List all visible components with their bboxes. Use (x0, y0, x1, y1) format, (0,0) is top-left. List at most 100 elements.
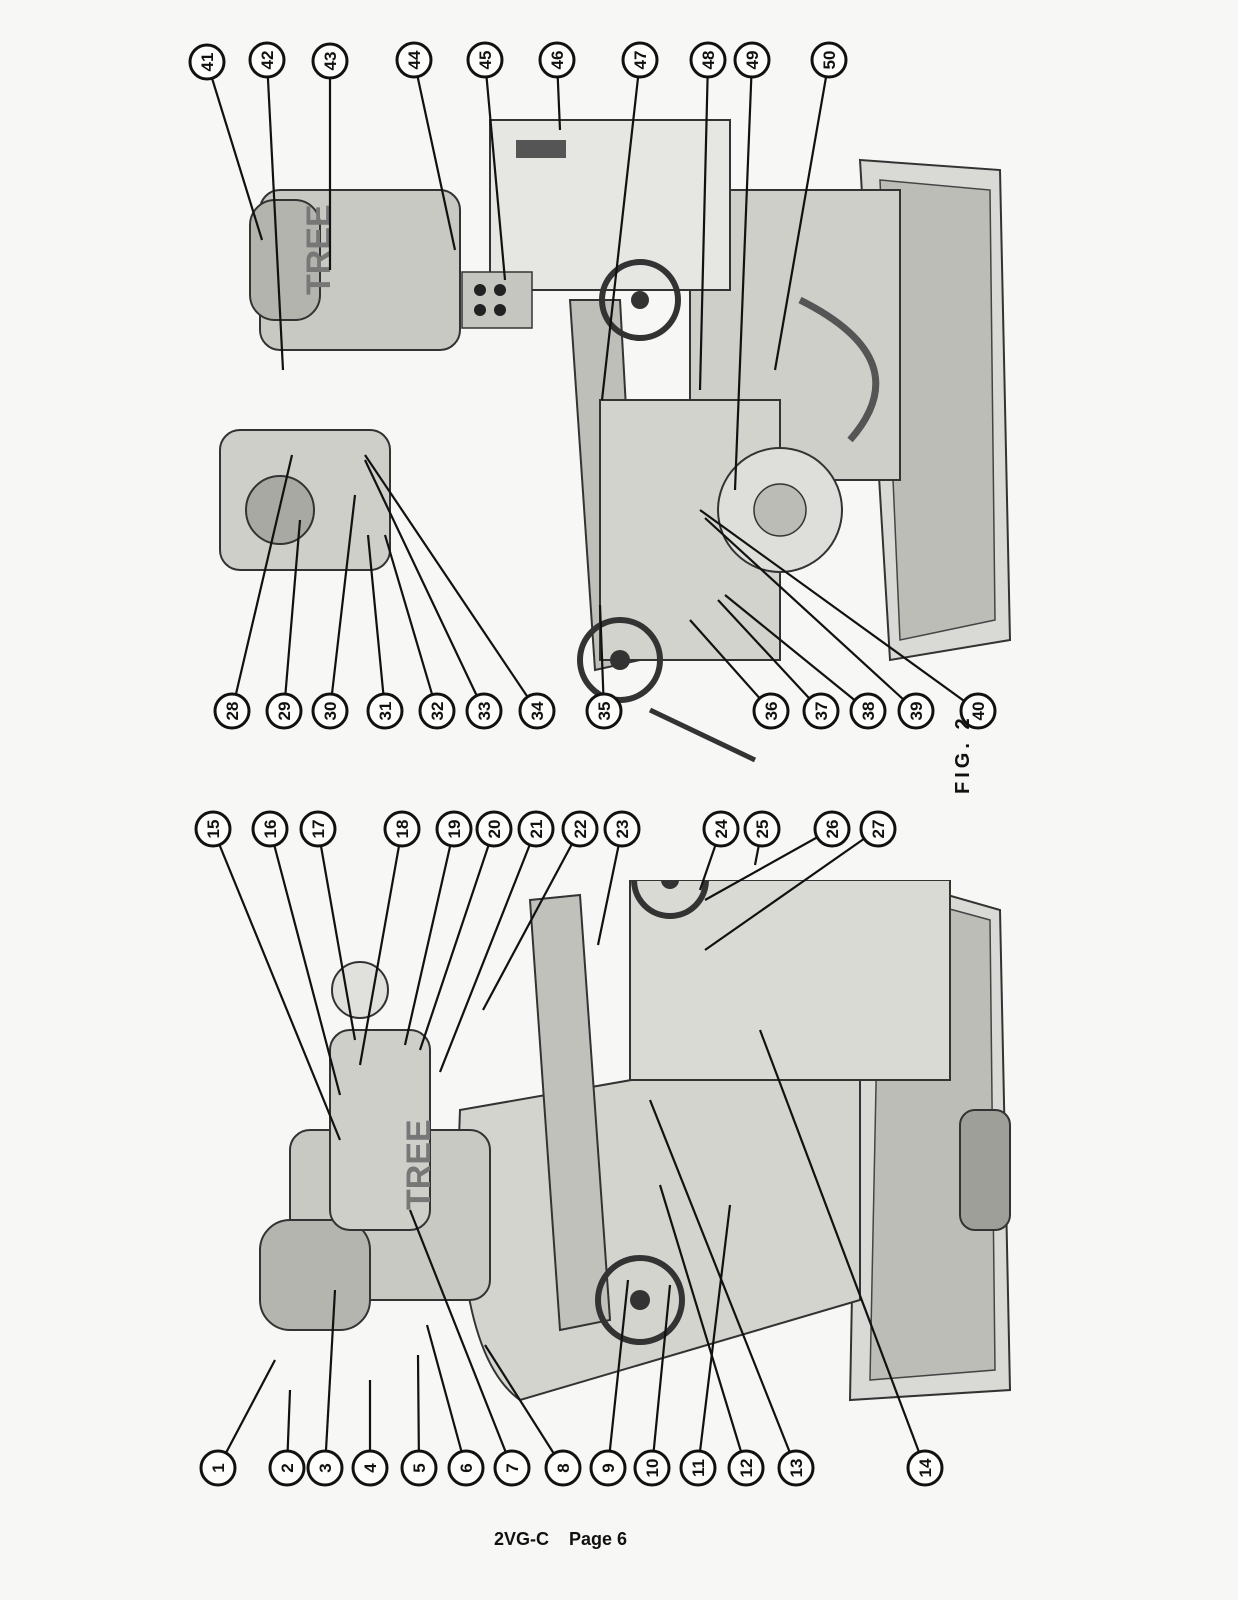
svg-text:49: 49 (743, 51, 762, 70)
leader-line (773, 59, 831, 371)
callout-17: 17 (299, 810, 337, 848)
callout-13: 13 (777, 1449, 815, 1487)
svg-text:42: 42 (258, 51, 277, 70)
svg-text:30: 30 (321, 702, 340, 721)
svg-text:31: 31 (376, 702, 395, 721)
svg-text:50: 50 (820, 51, 839, 70)
svg-text:15: 15 (204, 820, 223, 839)
leader-line (717, 599, 822, 712)
callout-21: 21 (517, 810, 555, 848)
callout-46: 46 (538, 41, 576, 79)
figure-label: FIG. 2 (952, 714, 974, 794)
svg-text:23: 23 (613, 820, 632, 839)
footer-model: 2VG-C (494, 1529, 550, 1549)
svg-text:29: 29 (275, 702, 294, 721)
svg-text:13: 13 (787, 1459, 806, 1478)
callout-15: 15 (194, 810, 232, 848)
svg-text:22: 22 (571, 820, 590, 839)
leader-line (699, 509, 979, 712)
callout-16: 16 (251, 810, 289, 848)
machine-brand-upper: TREE (300, 204, 338, 295)
svg-text:2: 2 (278, 1463, 297, 1472)
callout-47: 47 (621, 41, 659, 79)
svg-text:24: 24 (712, 819, 731, 838)
leader-line (689, 619, 772, 712)
leader-line (418, 828, 496, 1051)
callout-30: 30 (311, 692, 349, 730)
callout-23: 23 (603, 810, 641, 848)
callout-31: 31 (366, 692, 404, 730)
callout-44: 44 (395, 41, 433, 79)
callout-49: 49 (733, 41, 771, 79)
leader-line (230, 454, 294, 712)
callout-41: 41 (188, 43, 226, 81)
svg-text:18: 18 (393, 820, 412, 839)
leader-line (704, 828, 833, 901)
leader-line (733, 59, 754, 491)
callout-37: 37 (802, 692, 840, 730)
svg-text:16: 16 (261, 820, 280, 839)
callout-9: 9 (589, 1449, 627, 1487)
callout-40: 40 (959, 692, 997, 730)
leader-line (403, 828, 456, 1046)
leader-line (438, 828, 538, 1073)
callout-5: 5 (400, 1449, 438, 1487)
svg-text:33: 33 (475, 702, 494, 721)
svg-text:21: 21 (527, 820, 546, 839)
svg-text:4: 4 (361, 1463, 380, 1473)
leader-line (364, 459, 485, 712)
leader-line (316, 828, 357, 1041)
callout-12: 12 (727, 1449, 765, 1487)
leader-line (483, 59, 507, 281)
leader-line (484, 1344, 564, 1469)
callout-45: 45 (466, 41, 504, 79)
svg-text:9: 9 (599, 1463, 618, 1472)
svg-text:5: 5 (410, 1463, 429, 1472)
svg-text:47: 47 (631, 51, 650, 70)
svg-text:6: 6 (457, 1463, 476, 1472)
callout-2: 2 (268, 1449, 306, 1487)
leader-line (366, 534, 387, 712)
svg-text:3: 3 (316, 1463, 335, 1472)
svg-text:48: 48 (699, 51, 718, 70)
svg-text:10: 10 (643, 1459, 662, 1478)
callout-10: 10 (633, 1449, 671, 1487)
callout-19: 19 (435, 810, 473, 848)
callout-6: 6 (447, 1449, 485, 1487)
leader-line (658, 1184, 748, 1469)
leader-line (412, 59, 457, 251)
svg-text:32: 32 (428, 702, 447, 721)
leader-line (364, 454, 538, 712)
callout-14: 14 (906, 1449, 944, 1487)
leader-line (724, 594, 869, 712)
callout-8: 8 (544, 1449, 582, 1487)
leader-line (596, 828, 624, 946)
leader-line (698, 59, 710, 391)
callout-7: 7 (493, 1449, 531, 1487)
svg-text:44: 44 (405, 50, 424, 69)
svg-text:14: 14 (916, 1458, 935, 1477)
upper-machine-illustration: TREE (219, 119, 1012, 763)
leader-line (217, 1359, 276, 1469)
callout-29: 29 (265, 692, 303, 730)
leader-line (696, 1204, 732, 1469)
leader-line (704, 828, 879, 951)
callout-36: 36 (752, 692, 790, 730)
callout-33: 33 (465, 692, 503, 730)
leader-line (323, 1289, 337, 1469)
svg-text:25: 25 (753, 820, 772, 839)
callout-26: 26 (813, 810, 851, 848)
svg-text:46: 46 (548, 51, 567, 70)
callout-35: 35 (585, 692, 623, 730)
svg-text:19: 19 (445, 820, 464, 839)
svg-text:34: 34 (528, 701, 547, 720)
leader-line (268, 828, 342, 1096)
svg-text:43: 43 (321, 52, 340, 71)
svg-text:26: 26 (823, 820, 842, 839)
callout-38: 38 (849, 692, 887, 730)
callout-22: 22 (561, 810, 599, 848)
leader-line (482, 828, 581, 1011)
callout-43: 43 (311, 42, 349, 80)
page-footer: 2VG-C Page 6 (494, 1529, 627, 1550)
